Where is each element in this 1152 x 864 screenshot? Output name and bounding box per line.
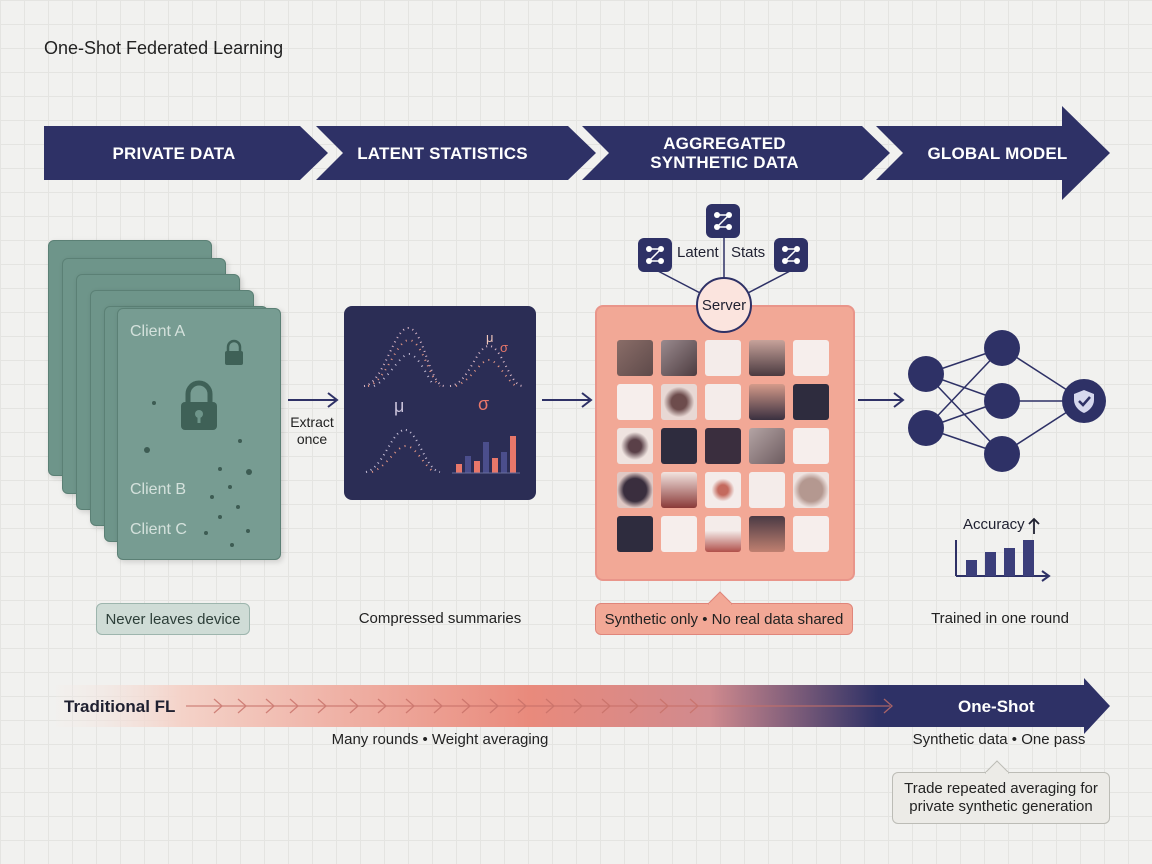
synthetic-thumbnail [661, 428, 697, 464]
synthetic-thumbnail [705, 384, 741, 420]
badge-pointer [708, 591, 732, 605]
particle [218, 467, 222, 471]
diagram-title: One-Shot Federated Learning [44, 38, 284, 58]
synthetic-thumbnail [793, 516, 829, 552]
server-connections [655, 238, 793, 296]
synthetic-thumbnail [617, 428, 653, 464]
client-b-label: Client B [130, 481, 187, 498]
particle [230, 543, 234, 547]
synthetic-thumbnail [661, 340, 697, 376]
synthetic-thumbnail [793, 340, 829, 376]
synthetic-thumbnail [749, 516, 785, 552]
stage-private-data: PRIVATE DATA [112, 143, 236, 163]
mu-symbol-small: μ [486, 330, 494, 345]
latent-label: Latent [677, 244, 719, 261]
synthetic-thumbnail [617, 472, 653, 508]
stage-shape-aggregated-synthetic [582, 126, 890, 180]
stage-global-model: GLOBAL MODEL [927, 143, 1068, 163]
stage-shape-latent-statistics [316, 126, 596, 180]
accuracy-bar-chart [955, 540, 1051, 582]
synthetic-thumbnail [705, 340, 741, 376]
traditional-fl-label: Traditional FL [64, 697, 176, 716]
synthetic-thumbnail [617, 516, 653, 552]
particle [144, 447, 150, 453]
sigma-symbol-small: σ [500, 340, 509, 355]
particle [246, 529, 250, 533]
latent-statistics-panel: μ σ μ σ [344, 306, 536, 500]
sigma-symbol: σ [478, 394, 490, 414]
stage-shape-global-model [876, 106, 1110, 200]
synthetic-only-badge: Synthetic only • No real data shared [595, 603, 853, 635]
particle [246, 469, 252, 475]
to-model-arrow [858, 392, 905, 408]
arrow-up-icon [1028, 517, 1040, 534]
comparison-arrow [56, 678, 1110, 734]
synthetic-thumbnail [793, 384, 829, 420]
synthetic-thumbnail [793, 472, 829, 508]
traditional-fl-caption: Many rounds • Weight averaging [331, 731, 549, 748]
synthetic-thumbnail [705, 516, 741, 552]
synthetic-thumbnail [749, 472, 785, 508]
synthetic-thumbnail [793, 428, 829, 464]
synthetic-thumbnail [617, 384, 653, 420]
small-lock-icon [225, 339, 243, 365]
shield-check-icon [1074, 390, 1094, 413]
synthetic-thumbnail [749, 384, 785, 420]
one-shot-caption: Synthetic data • One pass [912, 731, 1086, 748]
distribution-plots [363, 327, 523, 474]
latent-node-icon-right [774, 238, 808, 272]
synthetic-thumbnail [705, 472, 741, 508]
latent-node-icon-left [638, 238, 672, 272]
accuracy-label: Accuracy [963, 516, 1025, 533]
client-c-label: Client C [130, 521, 187, 538]
particle [152, 401, 156, 405]
synthetic-thumbnail [661, 516, 697, 552]
synthetic-thumbnail [749, 340, 785, 376]
server-node: Server [696, 277, 752, 333]
synthetic-thumbnail [661, 384, 697, 420]
particle [236, 505, 240, 509]
never-leaves-device-badge: Never leaves device [96, 603, 250, 635]
synthetic-thumbnail [661, 472, 697, 508]
stage-aggregated-synthetic-data: AGGREGATED SYNTHETIC DATA [650, 134, 799, 172]
client-card-front: Client A Client B Client C [117, 308, 281, 560]
mu-symbol: μ [394, 396, 405, 416]
latent-node-icon [706, 204, 740, 238]
pipeline-arrows [44, 106, 1110, 200]
client-a-label: Client A [130, 323, 186, 340]
note-pointer [985, 760, 1009, 774]
synthetic-data-panel [595, 305, 855, 581]
tradeoff-note: Trade repeated averaging for private syn… [892, 772, 1110, 824]
tradeoff-note-line-2: private synthetic generation [909, 798, 1093, 815]
particle [228, 485, 232, 489]
extract-arrow [288, 392, 339, 408]
synthetic-thumbnail [749, 428, 785, 464]
stage-shape-private-data [44, 126, 328, 180]
compressed-summaries-caption: Compressed summaries [358, 610, 522, 627]
particle [210, 495, 214, 499]
to-server-arrow [542, 392, 593, 408]
one-shot-label: One-Shot [958, 697, 1035, 716]
stage-latent-statistics: LATENT STATISTICS [357, 143, 528, 163]
synthetic-thumbnail [705, 428, 741, 464]
lock-icon [181, 380, 217, 430]
particle [218, 515, 222, 519]
particle [204, 531, 208, 535]
particle [238, 439, 242, 443]
stats-label: Stats [731, 244, 766, 261]
tradeoff-note-line-1: Trade repeated averaging for [904, 780, 1098, 797]
synthetic-thumbnail [617, 340, 653, 376]
trained-in-one-round-caption: Trained in one round [931, 610, 1069, 627]
